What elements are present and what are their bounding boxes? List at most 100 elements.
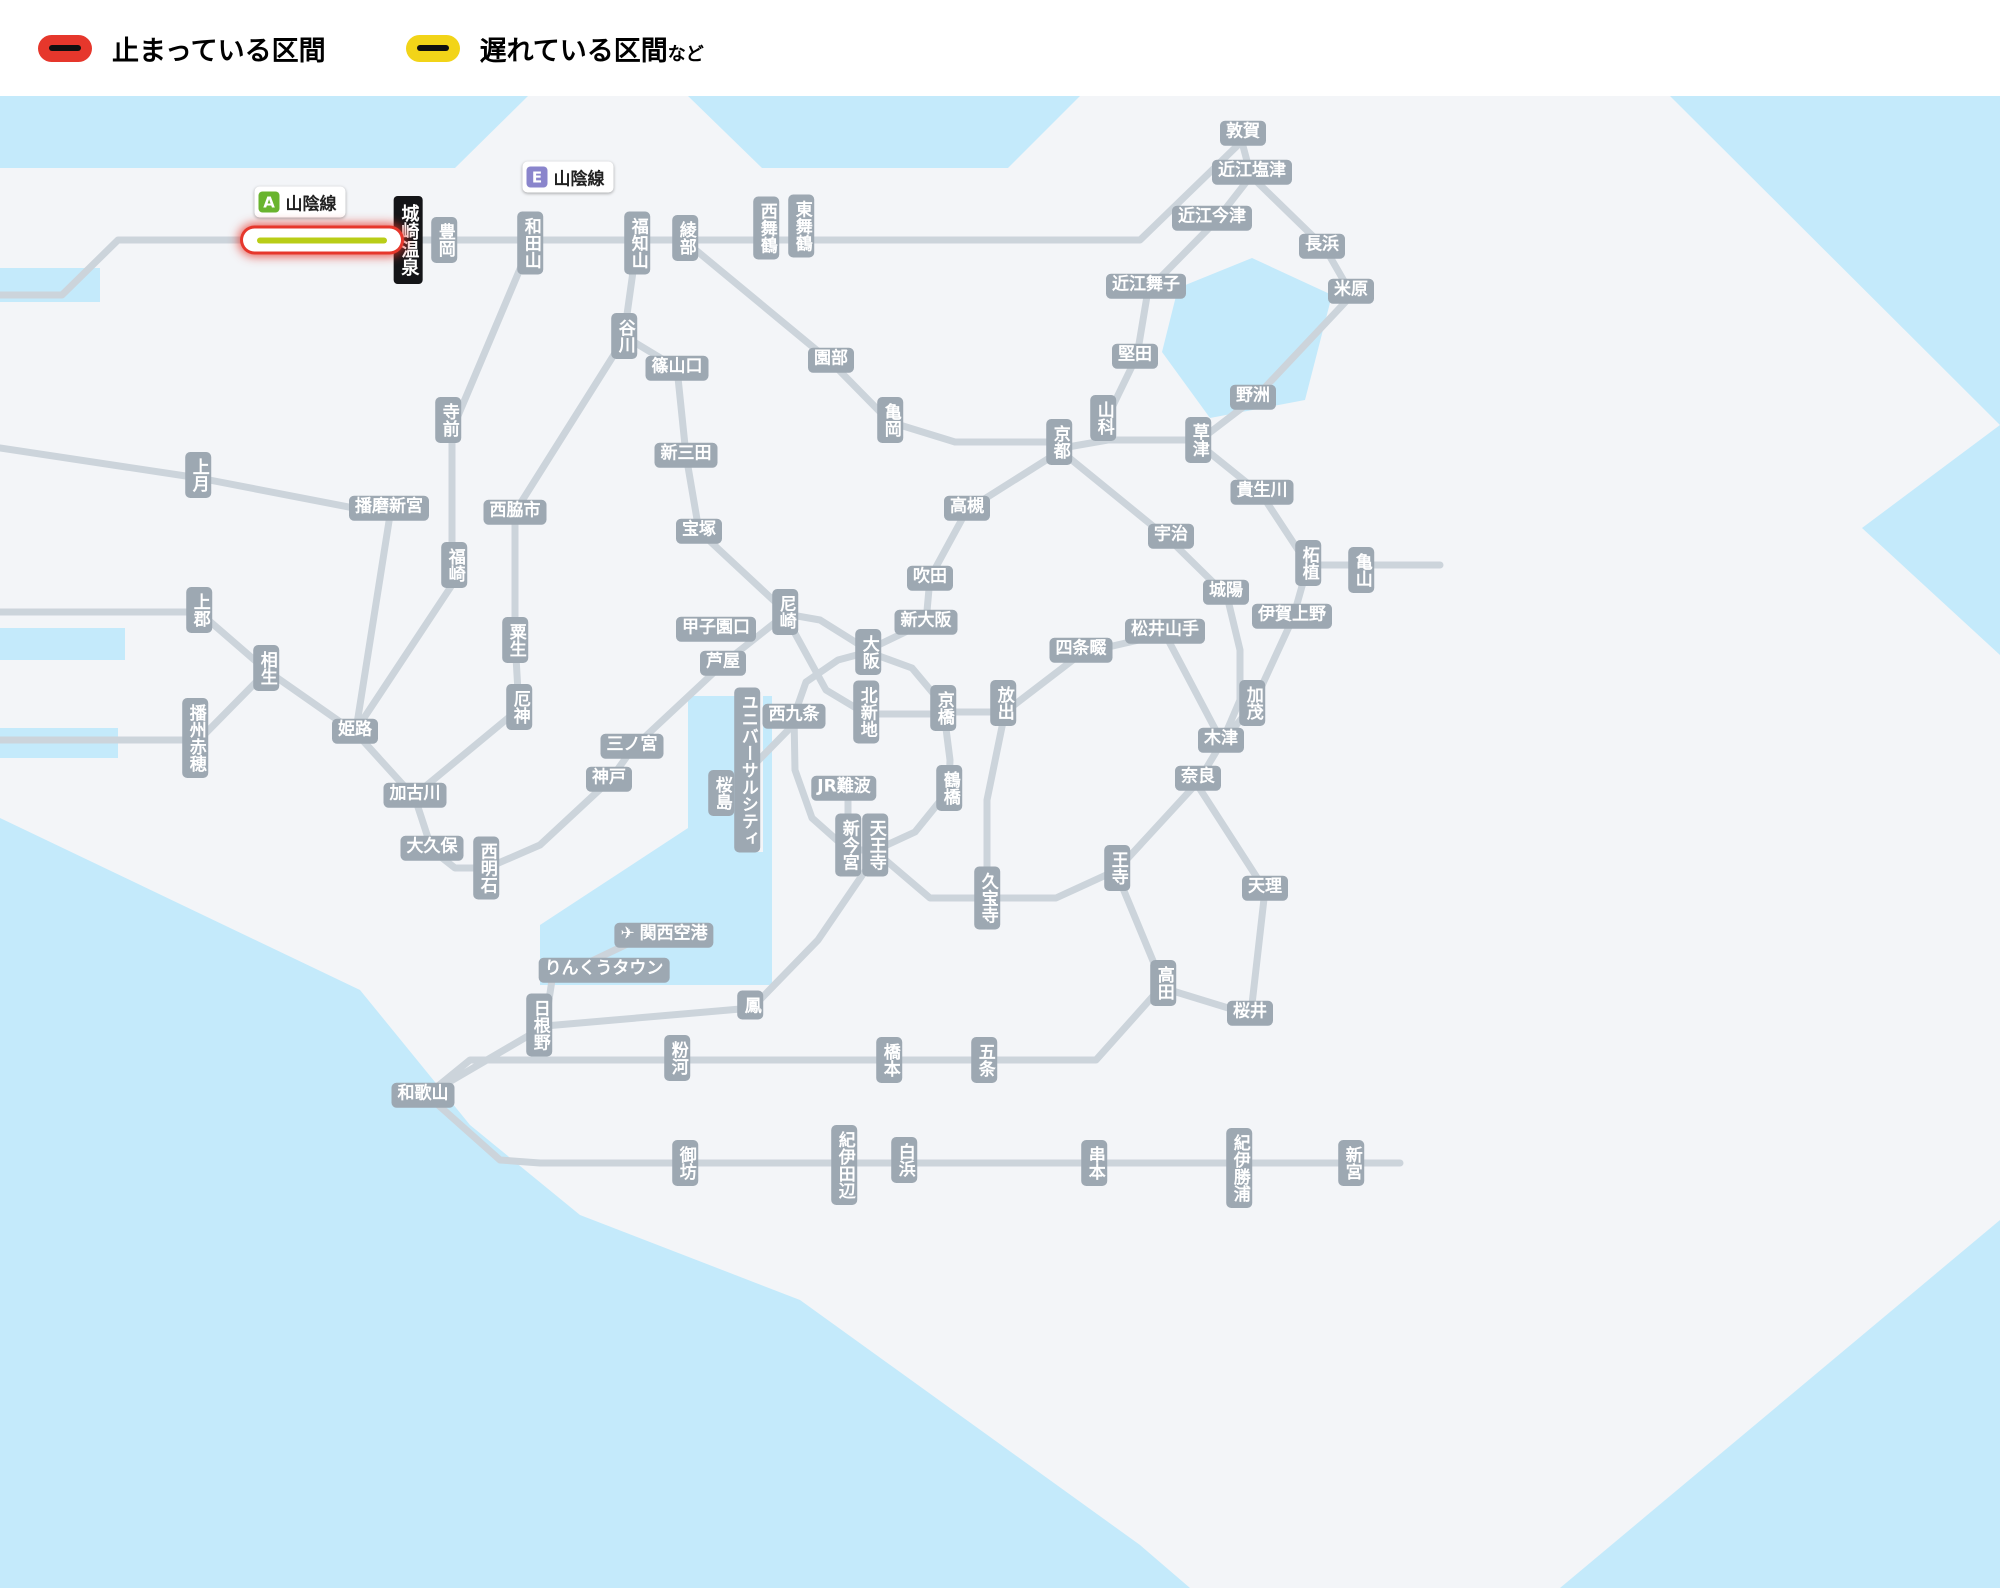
rail-segment [983,708,1009,902]
station-label-綾部[interactable]: 綾部 [672,215,698,261]
station-label-御坊[interactable]: 御坊 [672,1140,698,1186]
station-label-和歌山[interactable]: 和歌山 [391,1082,455,1108]
station-label-上郡[interactable]: 上郡 [186,587,212,633]
station-label-尼崎[interactable]: 尼崎 [772,589,798,635]
station-label-松井山手[interactable]: 松井山手 [1125,618,1205,644]
station-label-上月[interactable]: 上月 [185,452,211,498]
station-label-桜井[interactable]: 桜井 [1227,1000,1273,1026]
station-label-橋本[interactable]: 橋本 [876,1037,902,1083]
station-label-放出[interactable]: 放出 [990,680,1016,726]
station-label-京橋[interactable]: 京橋 [930,685,956,731]
station-label-播州赤穂[interactable]: 播州赤穂 [182,698,208,778]
station-label-長浜[interactable]: 長浜 [1299,233,1345,259]
station-label-福知山[interactable]: 福知山 [624,211,650,275]
station-label-米原[interactable]: 米原 [1328,278,1374,304]
station-label-紀伊田辺[interactable]: 紀伊田辺 [831,1125,857,1205]
legend-item-stopped: 止まっている区間 [38,29,326,68]
station-label-篠山口[interactable]: 篠山口 [645,355,709,381]
stopped-section-label: 止まっている区間 [112,35,326,67]
station-label-JR難波[interactable]: JR難波 [811,775,877,801]
station-label-谷川[interactable]: 谷川 [611,313,637,359]
station-label-加茂[interactable]: 加茂 [1239,680,1265,726]
station-label-近江塩津[interactable]: 近江塩津 [1212,159,1292,185]
rail-segment [0,444,394,734]
station-label-天理[interactable]: 天理 [1242,875,1288,901]
station-label-ユニバーサルシティ[interactable]: ユニバーサルシティ [734,687,760,853]
station-label-西明石[interactable]: 西明石 [473,836,499,900]
station-label-城陽[interactable]: 城陽 [1203,579,1249,605]
station-label-西九条[interactable]: 西九条 [762,703,826,729]
station-label-寺前[interactable]: 寺前 [435,397,461,443]
station-label-宝塚[interactable]: 宝塚 [676,518,722,544]
rail-segment [423,870,1167,1099]
station-label-王寺[interactable]: 王寺 [1104,845,1130,891]
station-label-大阪[interactable]: 大阪 [855,629,881,675]
station-label-串本[interactable]: 串本 [1081,1140,1107,1186]
station-label-新宮[interactable]: 新宮 [1338,1140,1364,1186]
station-label-鳳[interactable]: 鳳 [737,990,763,1020]
rail-segment [1196,441,1444,569]
station-label-亀岡[interactable]: 亀岡 [877,397,903,443]
station-label-東舞鶴[interactable]: 東舞鶴 [788,194,814,258]
station-label-高田[interactable]: 高田 [1150,960,1176,1006]
station-label-北新地[interactable]: 北新地 [853,680,879,744]
station-label-桜島[interactable]: 桜島 [708,770,734,816]
station-label-播磨新宮[interactable]: 播磨新宮 [349,495,429,521]
station-label-芦屋[interactable]: 芦屋 [700,650,746,676]
station-label-五条[interactable]: 五条 [971,1037,997,1083]
station-label-粟生[interactable]: 粟生 [502,617,528,663]
station-label-伊賀上野[interactable]: 伊賀上野 [1252,603,1332,629]
station-label-西舞鶴[interactable]: 西舞鶴 [753,196,779,260]
station-label-貴生川[interactable]: 貴生川 [1230,479,1294,505]
station-label-三ノ宮[interactable]: 三ノ宮 [600,733,664,759]
station-label-和田山[interactable]: 和田山 [517,211,543,275]
station-label-久宝寺[interactable]: 久宝寺 [974,866,1000,930]
station-label-近江今津[interactable]: 近江今津 [1172,205,1252,231]
station-label-近江舞子[interactable]: 近江舞子 [1106,273,1186,299]
station-label-相生[interactable]: 相生 [253,645,279,691]
station-label-野洲[interactable]: 野洲 [1230,384,1276,410]
water-shape [540,696,772,985]
station-label-鶴橋[interactable]: 鶴橋 [936,765,962,811]
station-label-高槻[interactable]: 高槻 [944,495,990,521]
station-label-粉河[interactable]: 粉河 [664,1035,690,1081]
station-label-新大阪[interactable]: 新大阪 [894,609,958,635]
station-label-新三田[interactable]: 新三田 [654,442,718,468]
station-label-宇治[interactable]: 宇治 [1148,523,1194,549]
station-label-甲子園口[interactable]: 甲子園口 [676,616,756,642]
station-label-西脇市[interactable]: 西脇市 [483,499,547,525]
station-label-亀山[interactable]: 亀山 [1348,547,1374,593]
water-shape [1162,258,1332,418]
station-label-吹田[interactable]: 吹田 [907,565,953,591]
station-label-りんくうタウン[interactable]: りんくうタウン [538,957,670,983]
station-label-山科[interactable]: 山科 [1090,395,1116,441]
station-label-豊岡[interactable]: 豊岡 [431,217,457,263]
station-label-奈良[interactable]: 奈良 [1175,765,1221,791]
station-label-日根野[interactable]: 日根野 [526,993,552,1057]
station-label-白浜[interactable]: 白浜 [891,1137,917,1183]
rail-segment [423,1091,1404,1167]
station-label-堅田[interactable]: 堅田 [1112,343,1158,369]
rail-segment [872,778,1202,902]
station-label-厄神[interactable]: 厄神 [506,684,532,730]
station-label-新今宮[interactable]: 新今宮 [835,813,861,877]
line-letter-icon: A [258,191,280,213]
station-label-姫路[interactable]: 姫路 [332,718,378,744]
station-label-紀伊勝浦[interactable]: 紀伊勝浦 [1226,1128,1252,1208]
stopped-delayed-segment-highlight[interactable] [243,228,401,252]
station-label-敦賀[interactable]: 敦賀 [1220,120,1266,146]
station-label-四条畷[interactable]: 四条畷 [1049,637,1113,663]
station-label-木津[interactable]: 木津 [1198,727,1244,753]
station-label-加古川[interactable]: 加古川 [383,782,447,808]
delayed-section-icon [405,34,460,62]
station-label-関西空港[interactable]: ✈関西空港 [614,922,714,948]
station-label-福崎[interactable]: 福崎 [441,542,467,588]
station-label-草津[interactable]: 草津 [1185,417,1211,463]
station-label-神戸[interactable]: 神戸 [586,766,632,792]
station-label-天王寺[interactable]: 天王寺 [862,813,888,877]
station-label-大久保[interactable]: 大久保 [400,835,464,861]
station-label-柘植[interactable]: 柘植 [1295,540,1321,586]
station-label-園部[interactable]: 園部 [808,347,854,373]
station-label-京都[interactable]: 京都 [1046,419,1072,465]
